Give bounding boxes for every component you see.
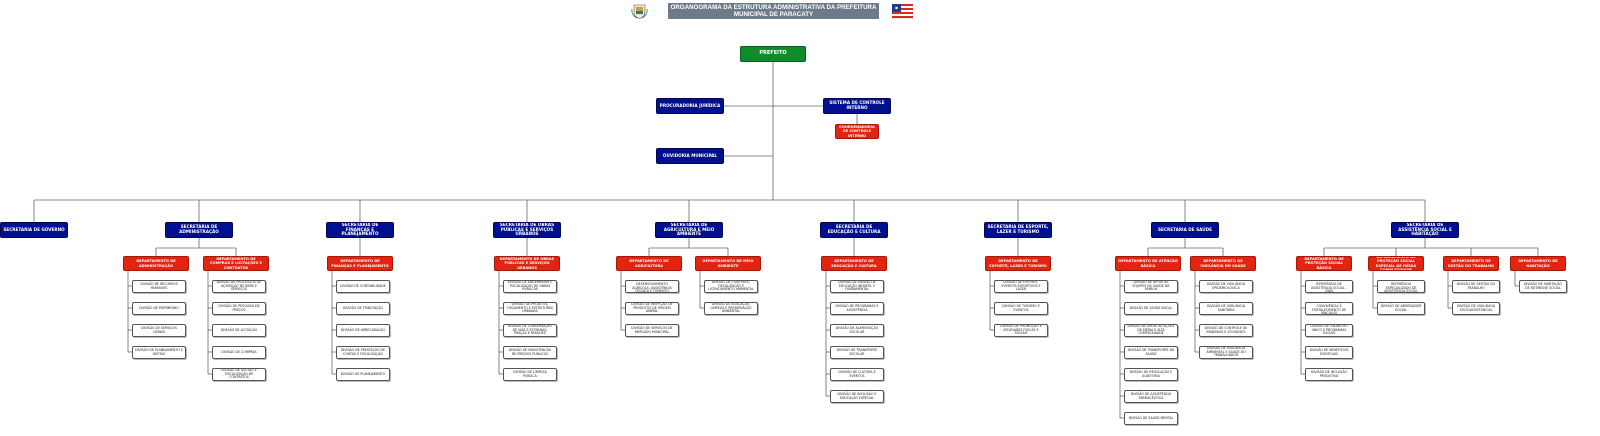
division-box-divisao-de-transporte-escolar: DIVISÃO DE TRANSPORTE ESCOLAR <box>830 346 884 359</box>
division-box-divisao-de-servicos-de-mercado-municipal: DIVISÃO DE SERVIÇOS DE MERCADO MUNICIPAL <box>625 324 679 337</box>
department-box-departamento-de-protecao-social-basica: DEPARTAMENTO DE PROTEÇÃO SOCIAL BÁSICA <box>1296 256 1352 271</box>
department-box-departamento-de-financas-e-planejamento: DEPARTAMENTO DE FINANÇAS E PLANEJAMENTO <box>327 256 393 271</box>
division-box-divisao-de-vigilancia-ambiental-e-saude-do-traba: DIVISÃO DE VIGILÂNCIA AMBIENTAL E SAÚDE … <box>1199 346 1253 359</box>
division-box-divisao-de-habitacao-de-interesse-social: DIVISÃO DE HABITAÇÃO DE INTERESSE SOCIAL <box>1519 280 1567 293</box>
division-box-divisao-de-compras: DIVISÃO DE COMPRAS <box>212 346 266 359</box>
department-box-departamento-de-esporte-lazer-e-turismo: DEPARTAMENTO DE ESPORTE, LAZER E TURISMO <box>985 256 1051 271</box>
division-box-divisao-de-processos-de-aquisicao-de-bens-e-serv: DIVISÃO DE PROCESSOS DE AQUISIÇÃO DE BEN… <box>212 280 266 293</box>
secretariat-box-secretaria-de-esporte-lazer-e-turismo: SECRETARIA DE ESPORTE, LAZER E TURISMO <box>984 222 1052 238</box>
chart-title: ORGANOGRAMA DA ESTRUTURA ADMINISTRATIVA … <box>668 3 879 19</box>
division-box-divisao-de-transporte-da-saude: DIVISÃO DE TRANSPORTE DA SAÚDE <box>1124 346 1178 359</box>
division-box-divisao-de-abordagem-social: DIVISÃO DE ABORDAGEM SOCIAL <box>1377 302 1425 315</box>
division-box-divisao-de-alimentacao-escolar: DIVISÃO DE ALIMENTAÇÃO ESCOLAR <box>830 324 884 337</box>
secretariat-box-secretaria-de-agricultura-e-meio-ambiente: SECRETARIA DE AGRICULTURA E MEIO AMBIENT… <box>655 222 723 238</box>
secretariat-box-secretaria-de-administracao: SECRETARIA DE ADMINISTRAÇÃO <box>165 222 233 238</box>
state-flag-icon <box>891 3 914 20</box>
division-box-divisao-de-ensino-de-educacao-infantil-e-fundame: DIVISÃO DE ENSINO DE EDUCAÇÃO INFANTIL E… <box>830 280 884 293</box>
division-box-divisao-de-educacao-limpeza-e-preservacao-ambien: DIVISÃO DE EDUCAÇÃO, LIMPEZA E PRESERVAÇ… <box>704 302 758 315</box>
division-box-divisao-de-centro-de-referencia-de-assistencia-s: DIVISÃO DE CENTRO DE REFERÊNCIA DE ASSIS… <box>1305 280 1353 293</box>
division-box-divisao-de-inspecao-de-produtos-de-origem-animal: DIVISÃO DE INSPEÇÃO DE PRODUTOS DE ORIGE… <box>625 302 679 315</box>
division-box-divisao-de-assistencia-farmaceutica: DIVISÃO DE ASSISTÊNCIA FARMACÊUTICA <box>1124 390 1178 403</box>
secretariat-box-secretaria-de-governo: SECRETARIA DE GOVERNO <box>0 222 68 238</box>
division-box-divisao-de-prestacao-de-contas-e-fiscalizacao: DIVISÃO DE PRESTAÇÃO DE CONTAS E FISCALI… <box>336 346 390 359</box>
division-box-divisao-de-esporte-eventos-esportivos-e-lazer: DIVISÃO DE ESPORTE, EVENTOS ESPORTIVOS E… <box>994 280 1048 293</box>
division-box-divisao-de-turismo-e-eventos: DIVISÃO DE TURISMO E EVENTOS <box>994 302 1048 315</box>
prefeito-box: PREFEITO <box>740 46 806 62</box>
division-box-divisao-de-controle-de-endemias-e-zoonoses: DIVISÃO DE CONTROLE DE ENDEMIAS E ZOONOS… <box>1199 324 1253 337</box>
division-box-divisao-de-regulacao-e-auditoria: DIVISÃO DE REGULAÇÃO E AUDITORIA <box>1124 368 1178 381</box>
department-box-departamento-de-obras-publicas-e-servicos-urbano: DEPARTAMENTO DE OBRAS PÚBLICAS E SERVIÇO… <box>494 256 560 271</box>
secretariat-box-secretaria-de-assistencia-social-e-habitacao: SECRETARIA DE ASSISTÊNCIA SOCIAL E HABIT… <box>1391 222 1459 238</box>
division-box-divisao-de-contabilidade: DIVISÃO DE CONTABILIDADE <box>336 280 390 293</box>
department-box-departamento-de-protecao-social-especial-de-medi: DEPARTAMENTO DE PROTEÇÃO SOCIAL ESPECIAL… <box>1368 256 1424 271</box>
division-box-divisao-de-promocao-e-atividades-fisicas-e-socia: DIVISÃO DE PROMOÇÃO E ATIVIDADES FÍSICAS… <box>994 324 1048 337</box>
staff-box-ouvidoria-municipal: OUVIDORIA MUNICIPAL <box>656 148 724 164</box>
division-box-divisao-de-saude-mental: DIVISÃO DE SAÚDE MENTAL <box>1124 412 1178 425</box>
division-box-divisao-de-inclusao-e-educacao-especial: DIVISÃO DE INCLUSÃO E EDUCAÇÃO ESPECIAL <box>830 390 884 403</box>
secretariat-box-secretaria-de-saude: SECRETARIA DE SAÚDE <box>1151 222 1219 238</box>
division-box-divisao-de-desenvolvimento-agricola-assistencia-: DIVISÃO DE DESENVOLVIMENTO AGRÍCOLA, ASS… <box>625 280 679 293</box>
division-box-divisao-de-vigilancia-sanitaria: DIVISÃO DE VIGILÂNCIA SANITÁRIA <box>1199 302 1253 315</box>
department-box-departamento-de-educacao-e-cultura: DEPARTAMENTO DE EDUCAÇÃO E CULTURA <box>821 256 887 271</box>
division-box-divisao-de-centro-de-referencia-especializado-de: DIVISÃO DE CENTRO DE REFERÊNCIA ESPECIAL… <box>1377 280 1425 293</box>
division-box-divisao-de-planejamento: DIVISÃO DE PLANEJAMENTO <box>336 368 390 381</box>
chart-title-line-1: ORGANOGRAMA DA ESTRUTURA ADMINISTRATIVA … <box>670 3 877 11</box>
division-box-divisao-de-engenharia-e-fiscalizacao-de-obras-pu: DIVISÃO DE ENGENHARIA E FISCALIZAÇÃO DE … <box>503 280 557 293</box>
division-box-divisao-de-limpeza-publica: DIVISÃO DE LIMPEZA PÚBLICA <box>503 368 557 381</box>
department-box-departamento-de-meio-ambiente: DEPARTAMENTO DE MEIO AMBIENTE <box>695 256 761 271</box>
division-box-divisao-de-servicos-gerais: DIVISÃO DE SERVIÇOS GERAIS <box>132 324 186 337</box>
secretariat-box-secretaria-de-obras-publicas-e-servicos-urbanos: SECRETARIA DE OBRAS PÚBLICAS E SERVIÇOS … <box>493 222 561 238</box>
department-box-departamento-de-compras-e-licitacoes-e-contratos: DEPARTAMENTO DE COMPRAS E LICITAÇÕES E C… <box>203 256 269 271</box>
division-box-divisao-de-beneficios-eventuais: DIVISÃO DE BENEFÍCIOS EVENTUAIS <box>1305 346 1353 359</box>
division-box-divisao-de-licitacao: DIVISÃO DE LICITAÇÃO <box>212 324 266 337</box>
division-box-divisao-de-tributacao: DIVISÃO DE TRIBUTAÇÃO <box>336 302 390 315</box>
division-box-divisao-de-cadastro-unico-e-programas-sociais: DIVISÃO DE CADASTRO ÚNICO E PROGRAMAS SO… <box>1305 324 1353 337</box>
staff-box-procuradoria-juridica: PROCURADORIA JURÍDICA <box>656 98 724 114</box>
secretariat-box-secretaria-de-educacao-e-cultura: SECRETARIA DE EDUCAÇÃO E CULTURA <box>820 222 888 238</box>
division-box-divisao-de-manutencao-de-predios-publicos: DIVISÃO DE MANUTENÇÃO DE PRÉDIOS PÚBLICO… <box>503 346 557 359</box>
division-box-divisao-de-arrecadacao: DIVISÃO DE ARRECADAÇÃO <box>336 324 390 337</box>
division-box-divisao-de-vigilancia-epidemiologica: DIVISÃO DE VIGILÂNCIA EPIDEMIOLÓGICA <box>1199 280 1253 293</box>
division-box-divisao-de-apoio-as-acoes-de-media-e-alta-comple: DIVISÃO DE APOIO ÀS AÇÕES DE MÉDIA E ALT… <box>1124 324 1178 337</box>
division-box-divisao-de-inclusao-produtiva: DIVISÃO DE INCLUSÃO PRODUTIVA <box>1305 368 1353 381</box>
division-box-divisao-de-servico-de-convivencia-e-fortalecimen: DIVISÃO DE SERVIÇO DE CONVIVÊNCIA E FORT… <box>1305 302 1353 315</box>
division-box-divisao-de-recursos-humanos: DIVISÃO DE RECURSOS HUMANOS <box>132 280 186 293</box>
division-box-divisao-de-cultura-e-eventos: DIVISÃO DE CULTURA E EVENTOS <box>830 368 884 381</box>
municipal-crest-icon <box>631 3 648 19</box>
division-box-divisao-de-saude-bucal: DIVISÃO DE SAÚDE BUCAL <box>1124 302 1178 315</box>
division-box-divisao-de-gestao-do-trabalho: DIVISÃO DE GESTÃO DO TRABALHO <box>1452 280 1500 293</box>
division-box-divisao-de-apoio-as-equipes-de-saude-da-familia: DIVISÃO DE APOIO ÀS EQUIPES DE SAÚDE DA … <box>1124 280 1178 293</box>
department-box-departamento-de-gestao-do-trabalho: DEPARTAMENTO DE GESTÃO DO TRABALHO <box>1443 256 1499 271</box>
division-box-divisao-de-projetos-orcamento-e-estruturas-urban: DIVISÃO DE PROJETOS, ORÇAMENTO E ESTRUTU… <box>503 302 557 315</box>
department-box-departamento-de-agricultura: DEPARTAMENTO DE AGRICULTURA <box>616 256 682 271</box>
division-box-divisao-de-programas-e-assistencia: DIVISÃO DE PROGRAMAS E ASSISTÊNCIA <box>830 302 884 315</box>
staff-box-sistema-de-controle-interno: SISTEMA DE CONTROLE INTERNO <box>823 98 891 114</box>
division-box-divisao-de-patrimonio: DIVISÃO DE PATRIMÔNIO <box>132 302 186 315</box>
division-box-divisao-de-planejamento-e-gestao: DIVISÃO DE PLANEJAMENTO E GESTÃO <box>132 346 186 359</box>
division-box-divisao-de-gestao-e-fiscalizacao-de-contratos: DIVISÃO DE GESTÃO E FISCALIZAÇÃO DE CONT… <box>212 368 266 381</box>
division-box-divisao-de-conservacao-de-vias-e-estradas-pracas: DIVISÃO DE CONSERVAÇÃO DE VIAS E ESTRADA… <box>503 324 557 337</box>
department-box-departamento-de-atencao-basica: DEPARTAMENTO DE ATENÇÃO BÁSICA <box>1115 256 1181 271</box>
secretariat-box-secretaria-de-financas-e-planejamento: SECRETARIA DE FINANÇAS E PLANEJAMENTO <box>326 222 394 238</box>
department-box-departamento-de-vigilancia-em-saude: DEPARTAMENTO DE VIGILÂNCIA EM SAÚDE <box>1190 256 1256 271</box>
department-box-departamento-de-habitacao: DEPARTAMENTO DE HABITAÇÃO <box>1510 256 1566 271</box>
coordenadoria-box: COORDENADORIA DE CONTROLE INTERNO <box>835 124 879 139</box>
division-box-divisao-de-vigilancia-socioassistencial: DIVISÃO DE VIGILÂNCIA SOCIOASSISTENCIAL <box>1452 302 1500 315</box>
division-box-divisao-de-controle-fiscalizacao-e-licenciamento: DIVISÃO DE CONTROLE, FISCALIZAÇÃO E LICE… <box>704 280 758 293</box>
division-box-divisao-de-pesquisa-de-precos: DIVISÃO DE PESQUISA DE PREÇOS <box>212 302 266 315</box>
department-box-departamento-de-administracao: DEPARTAMENTO DE ADMINISTRAÇÃO <box>123 256 189 271</box>
chart-title-line-2: MUNICIPAL DE PARACATY <box>733 11 814 18</box>
